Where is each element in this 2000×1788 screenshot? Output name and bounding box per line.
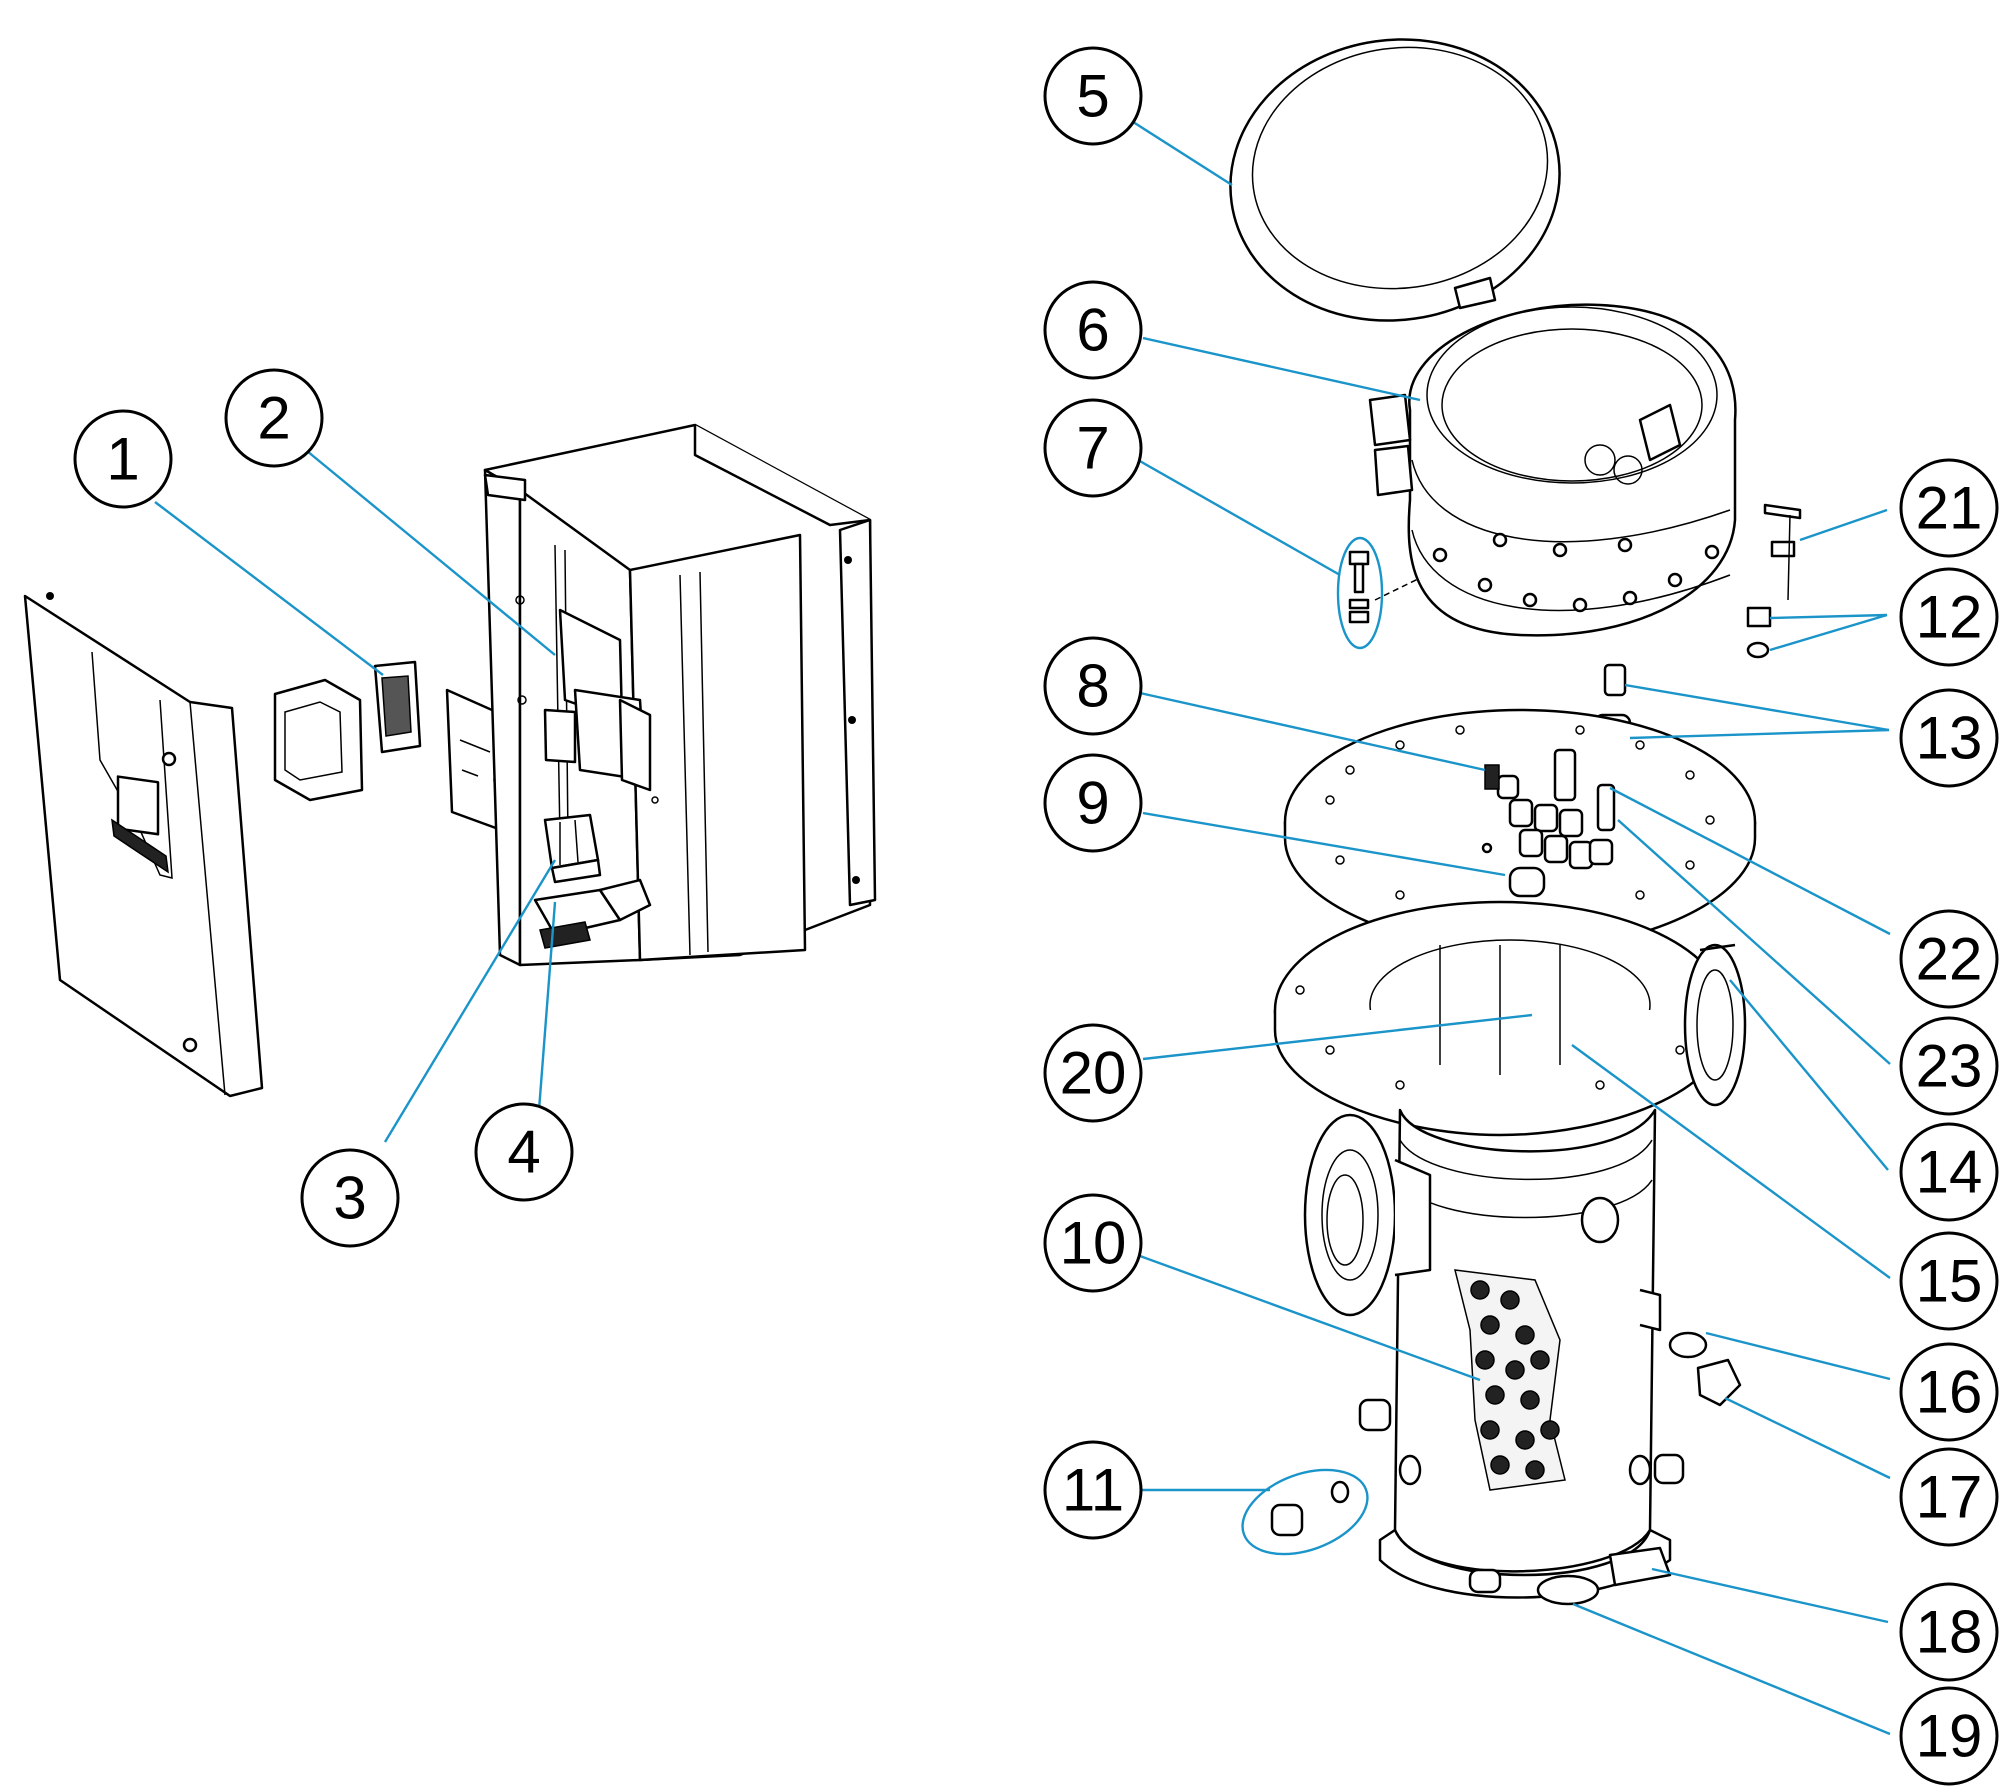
callout-label: 13 <box>1916 705 1983 772</box>
bottom-cap <box>1536 1546 1672 1606</box>
callout-label: 3 <box>333 1165 366 1232</box>
callout-13: 13 <box>1899 688 1999 788</box>
side-plug <box>1668 1331 1742 1407</box>
display-module <box>273 660 422 802</box>
front-door-panel <box>23 592 264 1098</box>
callout-2: 2 <box>224 368 324 468</box>
lower-flange <box>1273 900 1727 1137</box>
callout-label: 22 <box>1916 926 1983 993</box>
callout-19: 19 <box>1899 1686 1999 1786</box>
callout-22: 22 <box>1899 909 1999 1009</box>
callout-9: 9 <box>1043 753 1143 853</box>
callout-16: 16 <box>1899 1342 1999 1442</box>
callout-label: 6 <box>1076 297 1109 364</box>
cell-body <box>1303 1108 1685 1599</box>
callout-18: 18 <box>1899 1582 1999 1682</box>
callout-label: 8 <box>1076 653 1109 720</box>
callout-label: 7 <box>1076 415 1109 482</box>
upper-housing <box>1368 303 1737 637</box>
cell-assembly <box>1229 38 1802 1606</box>
callout-20: 20 <box>1043 1023 1143 1123</box>
callout-23: 23 <box>1899 1016 1999 1116</box>
drain-plug <box>1241 1468 1369 1556</box>
callout-17: 17 <box>1899 1447 1999 1547</box>
filter-media <box>1470 1280 1560 1480</box>
callout-15: 15 <box>1899 1231 1999 1331</box>
callout-11: 11 <box>1043 1440 1143 1540</box>
side-fittings <box>1746 503 1802 659</box>
bolt-set <box>1336 536 1421 650</box>
callout-label: 4 <box>507 1119 540 1186</box>
callout-14: 14 <box>1899 1122 1999 1222</box>
callout-label: 10 <box>1060 1210 1127 1277</box>
control-box-assembly <box>23 423 877 1098</box>
ring-bolts <box>1432 532 1720 613</box>
callout-4: 4 <box>474 1102 574 1202</box>
callout-12: 12 <box>1899 567 1999 667</box>
callout-label: 20 <box>1060 1040 1127 1107</box>
callout-label: 5 <box>1076 63 1109 130</box>
leader-lines <box>154 118 1891 1736</box>
side-outlet-flange <box>1683 943 1747 1107</box>
callout-label: 19 <box>1916 1703 1983 1770</box>
callout-1: 1 <box>73 409 173 509</box>
callout-21: 21 <box>1899 458 1999 558</box>
power-component <box>543 813 602 884</box>
callout-label: 17 <box>1916 1464 1983 1531</box>
callout-label: 14 <box>1916 1139 1983 1206</box>
callout-6: 6 <box>1043 280 1143 380</box>
top-lid <box>1229 38 1561 322</box>
callout-label: 18 <box>1916 1599 1983 1666</box>
callout-label: 1 <box>106 426 139 493</box>
callout-label: 9 <box>1076 770 1109 837</box>
electrode-plate <box>1283 708 1757 952</box>
callout-label: 16 <box>1916 1359 1983 1426</box>
callout-8: 8 <box>1043 636 1143 736</box>
enclosure-housing <box>483 423 877 967</box>
callout-label: 11 <box>1062 1457 1124 1524</box>
callout-label: 21 <box>1916 475 1983 542</box>
callout-10: 10 <box>1043 1193 1143 1293</box>
callout-label: 15 <box>1916 1248 1983 1315</box>
callout-7: 7 <box>1043 398 1143 498</box>
callout-3: 3 <box>300 1148 400 1248</box>
callout-label: 12 <box>1916 584 1983 651</box>
callout-5: 5 <box>1043 46 1143 146</box>
callout-label: 23 <box>1916 1033 1983 1100</box>
callout-label: 2 <box>257 385 290 452</box>
